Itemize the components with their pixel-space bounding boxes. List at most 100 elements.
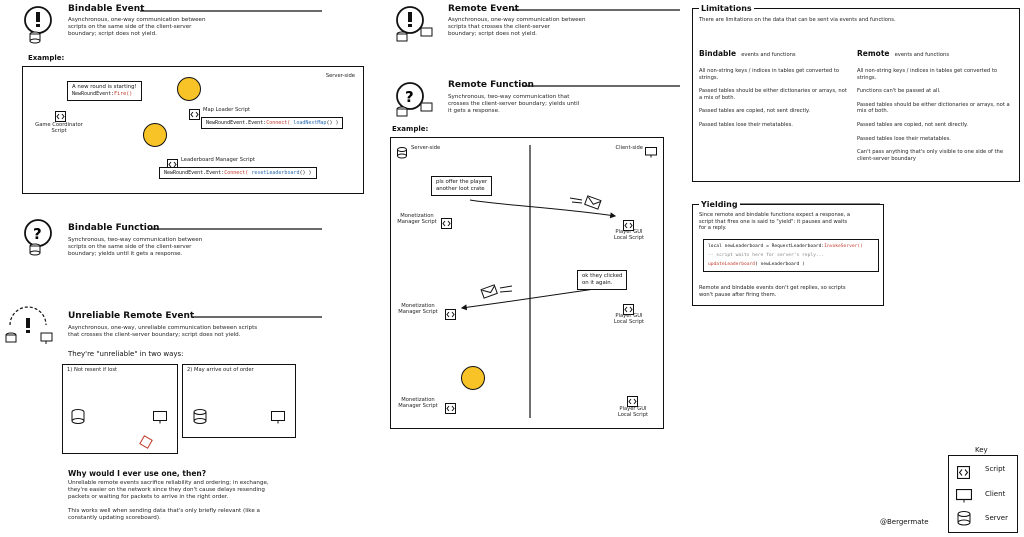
limitation-item: All non-string keys / indices in tables … [857,68,998,81]
desc-line: boundary; script does not yield. [448,31,537,38]
limitation-item: Passed tables are copied, not sent direc… [699,108,810,115]
yielding-panel: Yielding Since remote and bindable funct… [692,200,884,306]
remote-function-title: Remote Function [448,80,534,90]
code-fn: Fire() [114,91,133,97]
client-icon [271,409,285,428]
note-line: Remote and bindable events don't get rep… [699,285,846,291]
client-icon [153,409,167,428]
leaderboard-code: NewRoundEvent.Event:Connect( resetLeader… [159,167,317,179]
label-line: Manager Script [398,309,438,316]
envelope-icon [569,195,602,210]
key-server-label: Server [985,514,1008,522]
limitation-item: Passed tables should be either dictionar… [699,88,847,101]
panel-title: 2) May arrive out of order [187,367,254,373]
body-line: packets or waiting for packets to arrive… [68,494,229,501]
key-title: Key [975,446,988,454]
player-gui-label: Player GUI Local Script [607,229,651,242]
label-line: Monetization [400,213,434,219]
key-script-label: Script [985,465,1006,473]
leaderboard-label: Leaderboard Manager Script [181,157,255,163]
envelope-icon [480,284,513,299]
remote-event-title: Remote Event [448,4,519,14]
unreliable-event-description: Asynchronous, one-way, unreliable commun… [68,325,328,339]
desc-line: that crosses the client-server boundary;… [68,332,241,339]
desc-line: it gets a response. [448,108,500,115]
script-icon [445,399,456,418]
script-icon [445,305,456,324]
body-line: This works well when sending data that's… [68,507,260,514]
bindable-function-description: Synchronous, two-way communication betwe… [68,237,318,259]
desc-line: Asynchronous, one-way communication betw… [68,17,206,23]
code-text: NewRoundEvent.Event: [206,120,267,126]
code-text: ( newLeaderboard ) [755,262,805,267]
monetization-label: Monetization Manager Script [393,303,443,316]
bindable-event-description: Asynchronous, one-way communication betw… [68,17,318,39]
server-icon [397,144,407,163]
label-line: Script [51,128,67,135]
desc-line: Synchronous, two-way communication that [448,94,570,100]
server-side-label: Server-side [411,145,441,151]
player-gui-label: Player GUI Local Script [607,313,651,326]
client-speech-bubble: ok they clicked on it again. [577,270,628,290]
thumbs-up-emoji-icon [143,123,167,147]
label-line: Local Script [617,412,649,419]
code-text: local newLeaderboard = RequestLeaderboar… [708,244,825,249]
example-label: Example: [28,54,65,62]
bindable-event-icon [24,6,52,44]
limitation-item: Passed tables are copied, not sent direc… [857,121,968,128]
not-resent-panel: 1) Not resent if lost [62,364,178,454]
key-legend: Script Client Server [948,455,1018,533]
server-side-label: Server-side [325,73,355,79]
code-text: () ) [326,120,339,126]
column-head: Remote [857,49,890,58]
column-sub: events and functions [894,52,950,58]
bubble-text: pls offer the player [436,179,488,185]
limitation-item: All non-string keys / indices in tables … [699,68,840,81]
label-line: Manager Script [398,403,438,410]
author-credit: @Bergermate [880,518,929,526]
remote-function-example: Server-side Client-side pls offer the pl… [390,137,664,429]
desc-line: Since remote and bindable functions expe… [699,212,851,218]
label-line: Monetization [401,303,435,309]
server-icon [71,409,85,429]
limitation-item: Passed tables lose their metatables. [857,135,951,142]
remote-function-icon: ? [396,82,433,117]
limitation-item: Can't pass anything that's only visible … [857,149,1004,162]
panel-title: 1) Not resent if lost [67,367,118,373]
limitation-item: Passed tables should be either dictionar… [857,101,1010,115]
desc-line: boundary; yields until it gets a respons… [68,251,183,258]
unreliable-ways-heading: They're "unreliable" in two ways: [68,350,184,358]
code-arg: resetLeaderboard [248,170,300,176]
body-line: constantly updating scoreboard). [68,514,161,521]
monetization-label: Monetization Manager Script [393,397,443,410]
limitation-item: Functions can't be passed at all. [857,88,941,95]
desc-line: Asynchronous, one-way, unreliable commun… [68,325,258,331]
limitation-item: Passed tables lose their metatables. [699,121,793,128]
lost-packet-icon [139,435,153,449]
code-fn: InvokeServer() [824,244,863,249]
remote-event-description: Asynchronous, one-way communication betw… [448,17,678,39]
thumbs-up-emoji-icon [177,77,201,101]
label-line: Game Coordinator [35,122,83,128]
yielding-code: local newLeaderboard = RequestLeaderboar… [703,239,879,272]
unreliable-event-icon [5,306,53,344]
script-icon [441,214,452,233]
label-line: Local Script [613,235,645,242]
why-body: Unreliable remote events sacrifice relia… [68,480,328,522]
desc-line: Asynchronous, one-way communication betw… [448,17,586,23]
code-text: NewRoundEvent: [72,91,115,97]
bubble-text: on it again. [582,280,613,286]
label-line: Monetization [401,397,435,403]
remote-event-icon [396,6,433,42]
label-line: Local Script [613,319,645,326]
bindable-function-title: Bindable Function [68,223,160,233]
out-of-order-panel: 2) May arrive out of order [182,364,296,438]
server-icon [193,409,207,429]
player-gui-label: Player GUI Local Script [611,406,655,419]
limitations-intro: There are limitations on the data that c… [699,17,896,23]
bindable-function-icon: ? [24,219,52,256]
body-line: they're easier on the network since they… [68,487,265,494]
monetization-label: Monetization Manager Script [393,213,441,226]
note-line: won't pause after firing them. [699,291,777,298]
script-icon [956,464,971,483]
